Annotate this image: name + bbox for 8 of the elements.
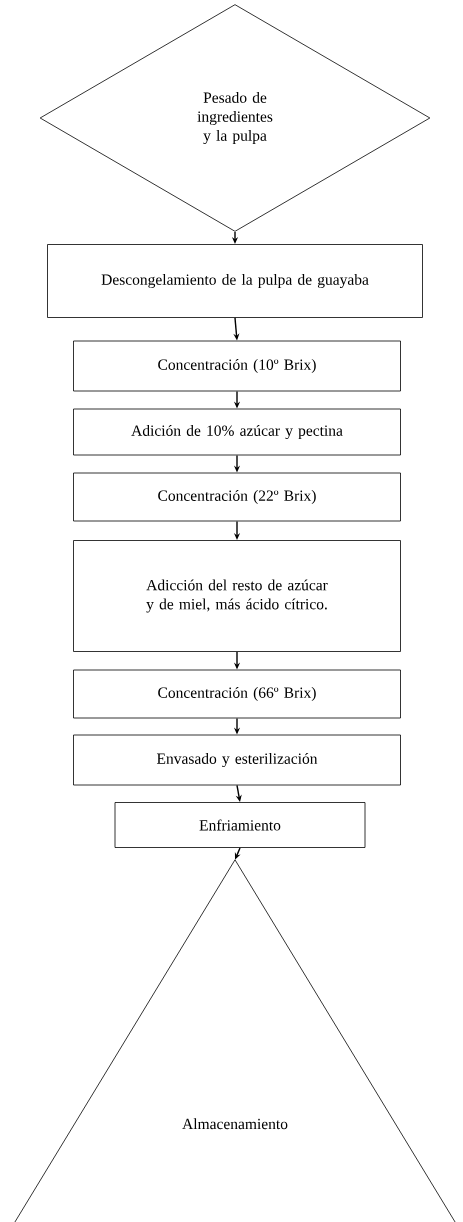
process-box: Adicción del resto de azúcar y de miel, más ácido cítrico. <box>73 540 401 652</box>
process-box: Concentración (10º Brix) <box>73 340 401 392</box>
process-box: Descongelamiento de la pulpa de guayaba <box>47 244 423 318</box>
process-box: Adición de 10% azúcar y pectina <box>73 408 401 456</box>
process-box: Enfriamiento <box>114 802 366 848</box>
process-box: Envasado y esterilización <box>73 734 401 786</box>
process-box: Concentración (22º Brix) <box>73 472 401 522</box>
process-box: Concentración (66º Brix) <box>73 669 401 719</box>
